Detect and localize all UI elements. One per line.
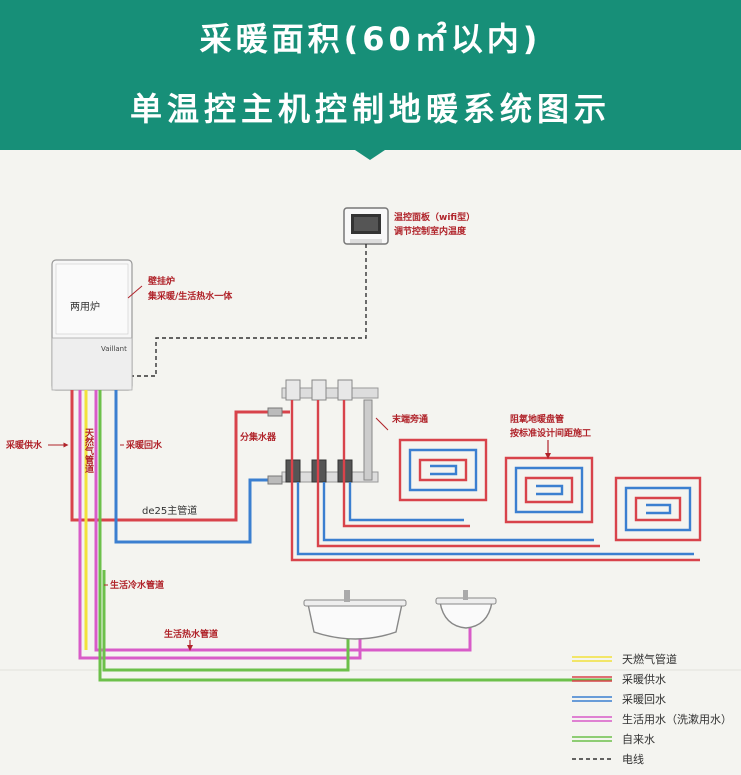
floor-heating-loops <box>290 400 702 562</box>
end-bypass-label: 末端旁通 <box>391 413 428 425</box>
page-title: 采暖面积(60㎡以内) <box>199 20 542 58</box>
legend-item-tap-water: 自来水 <box>572 733 655 746</box>
legend-item-gas: 天燃气管道 <box>572 652 677 666</box>
legend-item-wire: 电线 <box>572 752 644 766</box>
electric-wire <box>118 244 367 377</box>
header-notch <box>352 148 388 160</box>
legend-label-tap-water: 自来水 <box>622 733 655 746</box>
legend-item-domestic-water: 生活用水（洗漱用水） <box>572 712 732 726</box>
hot-water-pipe-label: 生活热水管道 <box>164 628 218 640</box>
thermostat-panel[interactable] <box>343 207 389 245</box>
gas-pipe-label: 天然气管道 <box>83 428 95 474</box>
heating-return-label: 采暖回水 <box>125 439 163 451</box>
bathtub-icon <box>303 590 407 640</box>
boiler-label: 两用炉 <box>70 301 100 313</box>
boiler-annotation-desc: 集采暖/生活热水一体 <box>147 290 233 302</box>
legend: 天燃气管道 采暖供水 采暖回水 生活用水（洗漱用水） 自来水 电线 <box>572 652 732 766</box>
boiler-annotation-title: 壁挂炉 <box>148 275 175 287</box>
heating-system-diagram: 温控面板（wifi型） 调节控制室内温度 两用炉 Vaillant 壁挂炉 集采… <box>0 207 741 766</box>
boiler-unit[interactable] <box>51 259 133 391</box>
manifold[interactable] <box>267 379 379 485</box>
sink-icon <box>435 590 497 629</box>
boiler-pointer <box>127 285 143 299</box>
legend-label-heating-supply: 采暖供水 <box>622 672 666 686</box>
main-pipe-label: de25主管道 <box>142 504 197 517</box>
page-subtitle: 单温控主机控制地暖系统图示 <box>129 90 611 128</box>
header-banner: 采暖面积(60㎡以内) 单温控主机控制地暖系统图示 <box>0 0 741 150</box>
legend-label-heating-return: 采暖回水 <box>622 693 666 706</box>
heating-supply-label: 采暖供水 <box>5 439 43 451</box>
floor-pipe-desc: 按标准设计间距施工 <box>510 427 591 439</box>
boiler-brand: Vaillant <box>101 345 127 353</box>
bypass-pointer <box>375 417 389 431</box>
thermostat-desc: 调节控制室内温度 <box>394 225 467 237</box>
cold-water-pipe-label: 生活冷水管道 <box>110 579 164 591</box>
legend-label-gas: 天燃气管道 <box>622 652 677 666</box>
legend-label-wire: 电线 <box>622 752 644 766</box>
boiler-pipes <box>70 390 612 682</box>
legend-label-domestic-water: 生活用水（洗漱用水） <box>622 712 732 726</box>
legend-item-heating-supply: 采暖供水 <box>572 672 666 686</box>
manifold-label: 分集水器 <box>240 431 277 443</box>
floor-pipe-title: 阻氧地暖盘管 <box>510 413 564 425</box>
legend-item-heating-return: 采暖回水 <box>572 693 666 706</box>
thermostat-title: 温控面板（wifi型） <box>394 211 475 223</box>
